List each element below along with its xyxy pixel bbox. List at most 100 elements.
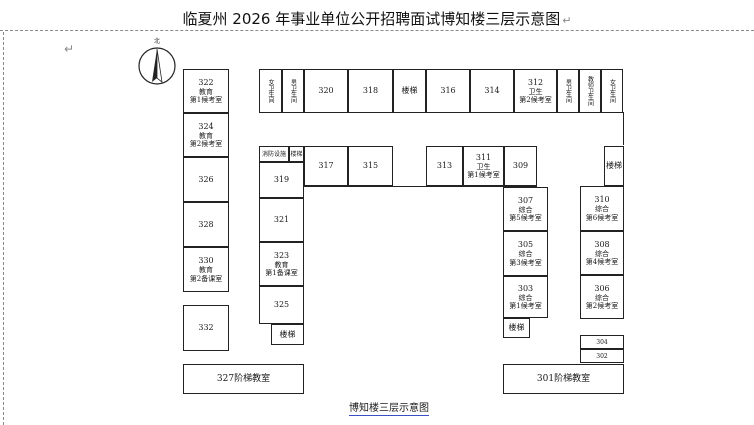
compass-north-label: 北 (153, 38, 160, 45)
room-label: 男卫生间 (289, 79, 297, 103)
room-321: 321 (259, 198, 304, 242)
room-label: 楼梯 (508, 323, 525, 332)
room-label: 317 (318, 161, 334, 170)
room-sublabel: 综合 (595, 205, 609, 213)
room-label: 321 (273, 215, 290, 224)
room-label: 楼梯 (290, 150, 303, 158)
document-title-text: 临夏州 2026 年事业单位公开招聘面试博知楼三层示意图 (182, 10, 561, 28)
room-label: 307 (517, 195, 534, 205)
room-mens-restroom-2: 男卫生间 (557, 69, 579, 113)
room-sublabel: 第2候考室 (189, 140, 223, 148)
room-label: 311 (475, 152, 492, 162)
room-301-lecture-hall: 301阶梯教室 (503, 364, 624, 394)
room-label: 324 (198, 121, 214, 131)
room-327-lecture-hall: 327阶梯教室 (183, 364, 304, 394)
room-sublabel: 第2候考室 (519, 96, 552, 104)
room-sublabel: 综合 (518, 293, 533, 302)
room-label: 330 (198, 256, 214, 265)
room-sublabel: 卫生 (476, 162, 491, 171)
room-325: 325 (259, 286, 304, 324)
stairs-east: 楼梯 (604, 146, 624, 186)
room-label: 消防设施 (261, 150, 286, 158)
stairs-southeast: 楼梯 (503, 318, 530, 338)
room-316: 316 (426, 69, 470, 113)
room-332: 332 (183, 305, 229, 351)
room-304: 304 (580, 335, 624, 349)
room-label: 315 (362, 161, 379, 170)
room-sublabel: 第1候考室 (509, 302, 542, 310)
room-label: 304 (596, 338, 608, 346)
room-mens-restroom-1: 男卫生间 (282, 69, 304, 113)
room-label: 女卫生间 (608, 79, 616, 103)
room-309: 309 (504, 146, 537, 186)
room-label: 323 (273, 250, 290, 260)
compass: 北 (137, 38, 177, 86)
compass-rose-icon (138, 47, 176, 85)
room-label: 301阶梯教室 (536, 374, 591, 384)
page-margin-guide (3, 32, 4, 425)
room-staff-restroom: 教师卫生间 (579, 69, 601, 113)
room-label: 楼梯 (279, 329, 296, 339)
fire-equipment-room: 消防设施 (259, 146, 289, 162)
room-319: 319 (259, 162, 304, 198)
room-label: 318 (362, 86, 379, 95)
room-314: 314 (470, 69, 514, 113)
room-sublabel: 第1备课室 (265, 269, 298, 277)
room-label: 316 (440, 86, 456, 95)
room-sublabel: 教育 (199, 266, 213, 274)
room-317: 317 (304, 146, 348, 186)
room-label: 303 (517, 283, 534, 293)
stairs-southwest: 楼梯 (271, 324, 304, 345)
room-sublabel: 第1候考室 (467, 171, 500, 179)
room-sublabel: 教育 (199, 131, 213, 140)
room-label: 326 (198, 174, 214, 184)
room-sublabel: 第4候考室 (585, 258, 619, 266)
room-sublabel: 第5候考室 (509, 214, 542, 222)
room-label: 327阶梯教室 (216, 374, 271, 384)
room-sublabel: 综合 (518, 205, 533, 214)
room-label: 319 (273, 175, 290, 184)
room-label: 325 (273, 300, 290, 309)
room-label: 302 (596, 352, 608, 360)
stairs-north: 楼梯 (393, 69, 426, 113)
room-label: 328 (198, 219, 214, 229)
room-label: 322 (198, 77, 214, 87)
room-label: 312 (527, 77, 544, 87)
room-302: 302 (580, 349, 624, 363)
room-sublabel: 第2候考室 (585, 302, 619, 310)
room-328: 328 (183, 202, 229, 247)
room-label: 309 (512, 161, 529, 170)
room-label: 305 (517, 240, 534, 249)
diagram-caption: 博知楼三层示意图 (349, 399, 429, 416)
room-label: 教师卫生间 (586, 76, 594, 106)
stairs-inner-top: 楼梯 (289, 146, 304, 162)
return-mark: ↵ (562, 14, 572, 27)
room-label: 313 (436, 161, 453, 170)
room-label: 314 (484, 86, 500, 95)
room-sublabel: 教育 (274, 260, 289, 269)
room-sublabel: 综合 (518, 250, 533, 258)
room-sublabel: 第1候考室 (189, 96, 223, 104)
room-label: 楼梯 (606, 161, 622, 170)
room-sublabel: 综合 (595, 293, 609, 302)
room-label: 332 (198, 323, 214, 332)
corridor-wall-inner (304, 186, 537, 187)
room-label: 女卫生间 (267, 79, 274, 103)
room-label: 320 (318, 86, 334, 95)
room-sublabel: 教育 (199, 87, 213, 96)
room-sublabel: 第3候考室 (509, 258, 542, 267)
room-label: 楼梯 (401, 86, 418, 95)
room-sublabel: 卫生 (528, 87, 543, 96)
room-326: 326 (183, 157, 229, 202)
room-label: 308 (594, 239, 610, 249)
